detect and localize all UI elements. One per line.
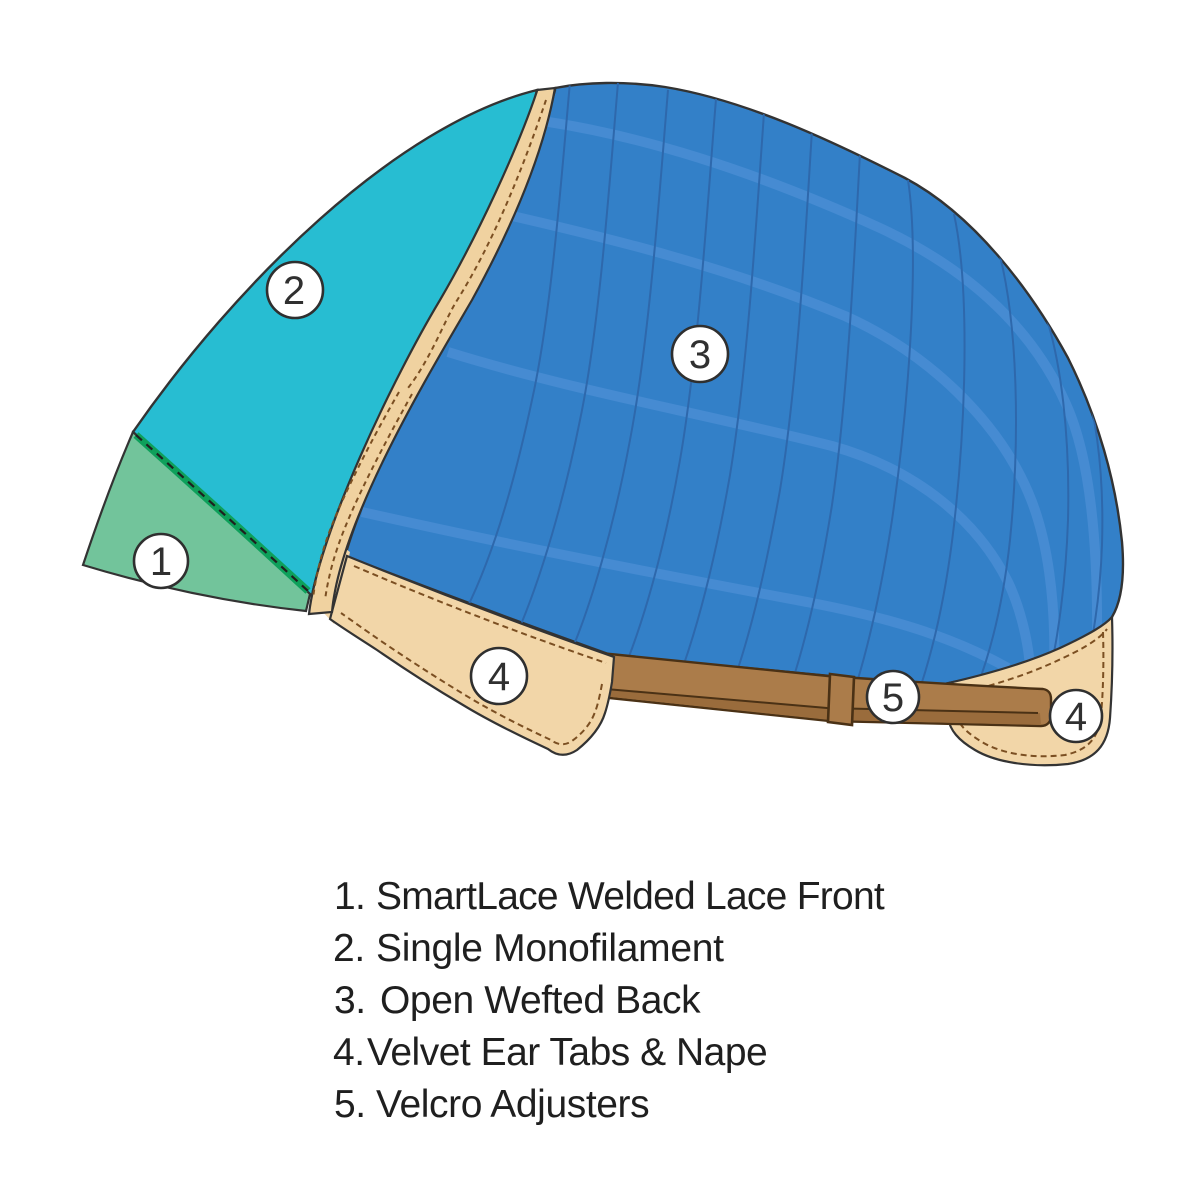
svg-text:1: 1 <box>150 540 172 584</box>
svg-text:4: 4 <box>488 655 510 699</box>
svg-text:Velvet Ear Tabs & Nape: Velvet Ear Tabs & Nape <box>367 1031 767 1074</box>
svg-text:1.: 1. <box>334 875 365 918</box>
svg-text:3: 3 <box>689 333 711 377</box>
svg-text:5: 5 <box>882 676 904 720</box>
svg-text:2.: 2. <box>333 927 365 970</box>
svg-text:2: 2 <box>283 269 305 313</box>
svg-text:Velcro Adjusters: Velcro Adjusters <box>376 1083 649 1126</box>
svg-text:SmartLace Welded Lace Front: SmartLace Welded Lace Front <box>376 875 885 918</box>
svg-text:Single Monofilament: Single Monofilament <box>376 927 724 970</box>
svg-text:4.: 4. <box>333 1031 365 1074</box>
svg-text:Open Wefted Back: Open Wefted Back <box>380 979 701 1022</box>
svg-text:5.: 5. <box>334 1083 366 1126</box>
svg-text:3.: 3. <box>334 979 366 1022</box>
svg-text:4: 4 <box>1065 695 1087 739</box>
